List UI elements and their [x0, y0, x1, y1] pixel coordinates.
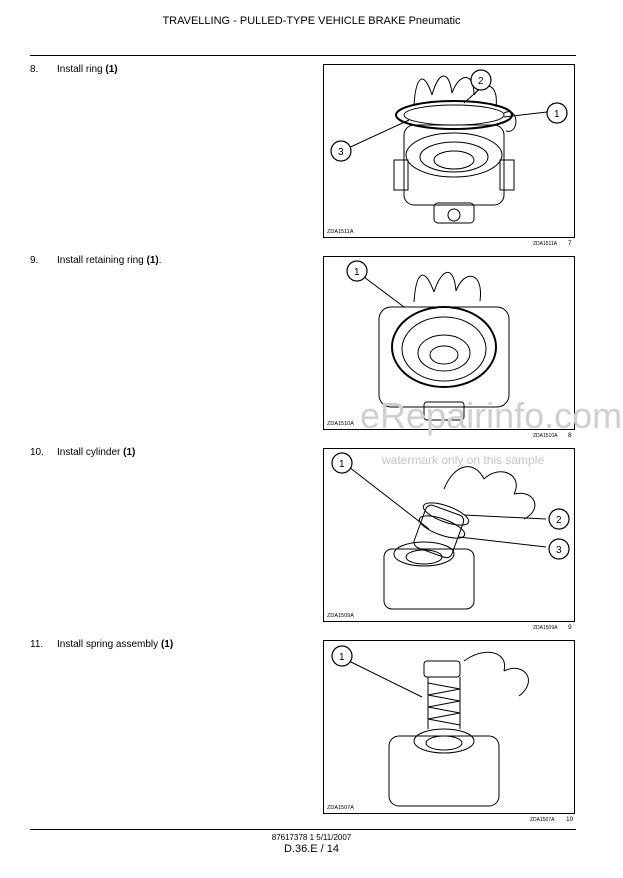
step-11-text: Install spring assembly — [57, 639, 159, 650]
callout-2-label: 2 — [556, 515, 562, 526]
step-11-instruction: Install spring assembly (1) — [57, 639, 173, 650]
figure-7-image: 3 2 1 ZDA1511A — [323, 64, 575, 238]
step-9-text: Install retaining ring — [57, 255, 144, 266]
footer-rule — [30, 829, 576, 830]
figure-8-image: 1 ZDA1510A — [323, 256, 575, 430]
callout-3-label: 3 — [556, 545, 562, 556]
figure-8-ref: ZDA1510A — [533, 433, 558, 439]
footer-doc-info: 87617378 1 5/11/2007 — [271, 833, 352, 842]
figure-7-number: 7 — [568, 240, 572, 247]
header-rule — [30, 55, 576, 56]
callout-1-label: 1 — [339, 652, 345, 663]
ring-install-illustration: 3 2 1 — [330, 69, 568, 224]
figure-8-code: ZDA1510A — [327, 421, 354, 427]
step-10-text: Install cylinder — [57, 447, 121, 458]
step-10-number: 10. — [30, 447, 44, 458]
cylinder-install-illustration: 1 2 3 — [331, 452, 570, 610]
page-header-title: TRAVELLING - PULLED-TYPE VEHICLE BRAKE P… — [162, 15, 461, 27]
step-9-number: 9. — [30, 255, 39, 266]
spring-assembly-illustration: 1 — [331, 645, 529, 807]
step-10-instruction: Install cylinder (1) — [57, 447, 135, 458]
callout-group: 3 2 1 — [330, 69, 568, 162]
figure-9-number: 9 — [568, 624, 572, 631]
figure-9-image: 1 2 3 ZDA1509A — [323, 448, 575, 622]
footer-page-number: D.36.E / 14 — [283, 843, 340, 855]
step-10-ref: (1) — [123, 447, 136, 458]
figure-7-ref: ZDA1511A — [533, 241, 558, 247]
step-8-text: Install ring — [57, 64, 103, 75]
step-9-trail: . — [158, 255, 162, 266]
figure-9-code: ZDA1509A — [327, 613, 354, 619]
retaining-ring-illustration: 1 — [346, 260, 510, 421]
figure-10-image: 1 ZDA1507A — [323, 640, 575, 814]
step-8-number: 8. — [30, 64, 39, 75]
step-9-ref: (1) — [146, 255, 159, 266]
figure-8-number: 8 — [568, 432, 572, 439]
watermark-sub-text: watermark only on this sample — [382, 453, 545, 467]
callout-3-label: 3 — [338, 147, 344, 158]
figure-10-code: ZDA1507A — [327, 805, 354, 811]
figure-7-code: ZDA1511A — [327, 229, 354, 235]
step-9-instruction: Install retaining ring (1). — [57, 255, 162, 266]
callout-2-label: 2 — [478, 76, 484, 87]
callout-1-label: 1 — [354, 267, 360, 278]
step-8-instruction: Install ring (1) — [57, 64, 118, 75]
callout-1-label: 1 — [339, 459, 345, 470]
step-11-ref: (1) — [160, 639, 174, 650]
step-11-number: 11. — [30, 639, 44, 650]
figure-10-number: 10 — [566, 816, 574, 823]
figure-10-ref: ZDA1507A — [530, 817, 555, 823]
callout-1-label: 1 — [554, 109, 560, 120]
step-8-ref: (1) — [105, 64, 118, 75]
figure-9-ref: ZDA1509A — [533, 625, 558, 631]
watermark-main-text: eRepairinfo.com — [360, 395, 623, 436]
